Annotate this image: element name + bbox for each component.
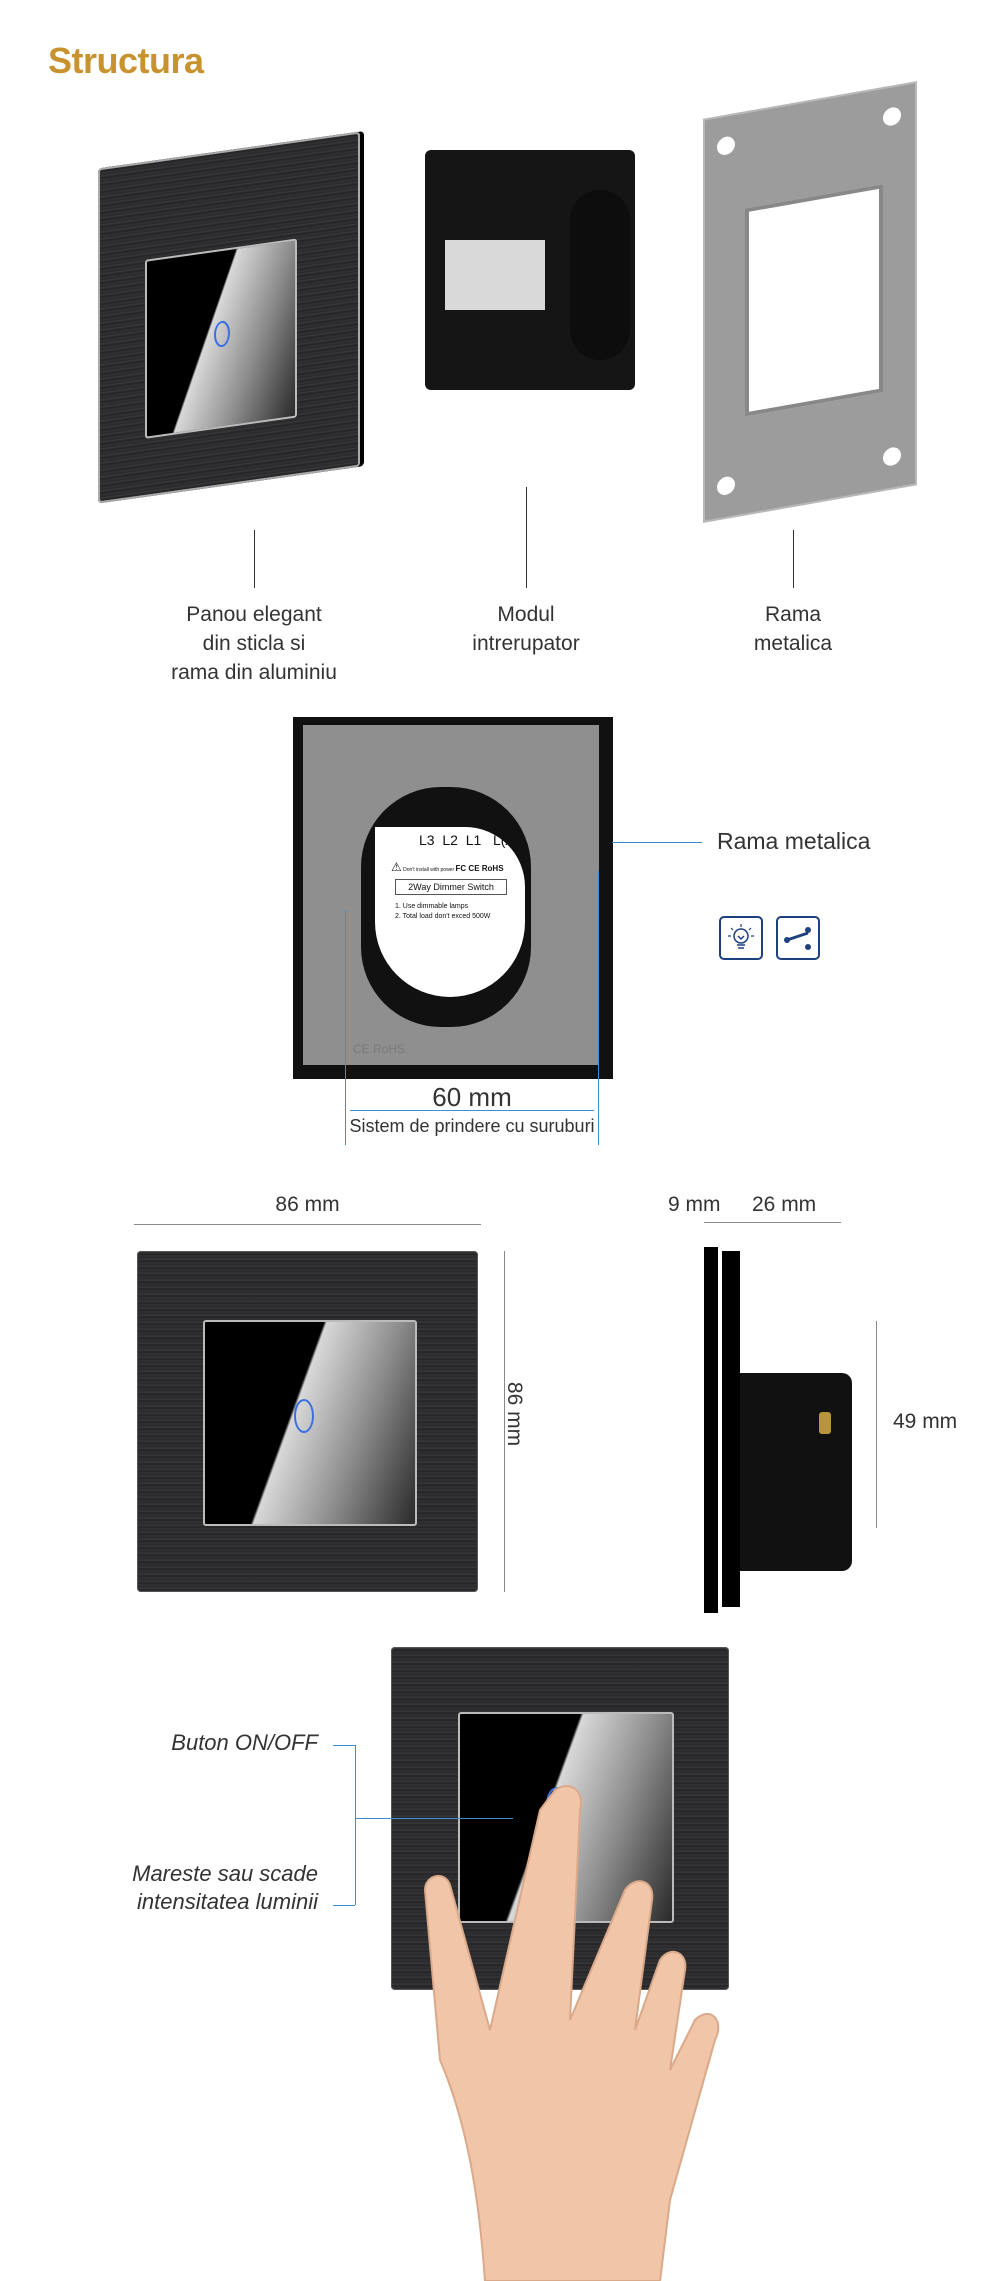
height-dimension-line [504, 1251, 505, 1592]
model-label: 2Way Dimmer Switch [395, 879, 507, 895]
label-line: din sticla si [202, 632, 306, 655]
terminal-label: L(A) [492, 832, 520, 848]
terminal-label: L1 [465, 832, 482, 848]
module-height-line [876, 1321, 877, 1528]
label-line: Panou elegant [186, 603, 322, 626]
side-view-image [704, 1247, 854, 1613]
terminal-label: L3 [419, 832, 435, 848]
frame-callout-line [612, 842, 702, 843]
screw-guide-right [598, 870, 599, 1145]
width-label: 86 mm [275, 1193, 340, 1216]
callout-line-frame [793, 530, 794, 588]
two-way-switch-icon [776, 916, 820, 960]
label-line: intensitatea luminii [137, 1889, 318, 1914]
warning-icon: ⚠ [391, 860, 402, 874]
metal-frame-image [703, 81, 917, 523]
spacing-caption: Sistem de prindere cu suruburi [349, 1116, 595, 1136]
label-line: metalica [753, 632, 833, 655]
button-callout-label: Buton ON/OFF [171, 1730, 318, 1755]
note-line: 2. Total load don't exced 500W [395, 913, 491, 920]
height-label: 86 mm [503, 1381, 527, 1447]
front-panel-image [137, 1251, 478, 1592]
spacing-arrow [350, 1110, 594, 1111]
glass-panel-image [98, 131, 360, 504]
callout-arrow [355, 1818, 513, 1819]
back-depth-label: 26 mm [752, 1193, 817, 1216]
panel-label: Panou elegant din sticla si rama din alu… [134, 600, 374, 687]
module-label: Modul intrerupator [426, 600, 626, 658]
back-view-image: L3 L2 L1 L(A) ⚠ Don't install with power… [293, 717, 613, 1079]
spacing-value: 60 mm [432, 1082, 512, 1112]
note-line: 1. Use dimmable lamps [395, 903, 469, 910]
callout-line-panel [254, 530, 255, 588]
width-dimension-line [134, 1224, 481, 1225]
depth-dimension-line [704, 1222, 841, 1223]
switch-module-image [425, 150, 635, 390]
hand-image [423, 1785, 720, 2281]
module-height-label: 49 mm [893, 1410, 958, 1433]
warning-text: Don't install with power [403, 867, 455, 873]
label-line: intrerupator [472, 632, 580, 655]
bracket-top [333, 1745, 355, 1746]
front-depth-label: 9 mm [668, 1193, 721, 1216]
frame-callout-label: Rama metalica [717, 828, 871, 854]
dimmable-bulb-icon [719, 916, 763, 960]
bracket-bottom [333, 1905, 355, 1906]
bracket-vertical [355, 1745, 356, 1905]
screw-guide-left [345, 910, 346, 1145]
label-line: rama din aluminiu [171, 661, 337, 684]
label-line: Rama [764, 603, 822, 626]
cert-marks: FC CE RoHS [455, 864, 504, 873]
page-title: Structura [48, 40, 204, 81]
dimming-callout-label: Mareste sau scade intensitatea luminii [60, 1860, 318, 1916]
label-line: Modul [497, 603, 555, 626]
terminal-label: L2 [442, 832, 458, 848]
label-line: Mareste sau scade [132, 1861, 318, 1886]
frame-marking: CE RoHS [353, 1042, 406, 1056]
frame-label: Rama metalica [693, 600, 893, 658]
callout-line-module [526, 487, 527, 588]
